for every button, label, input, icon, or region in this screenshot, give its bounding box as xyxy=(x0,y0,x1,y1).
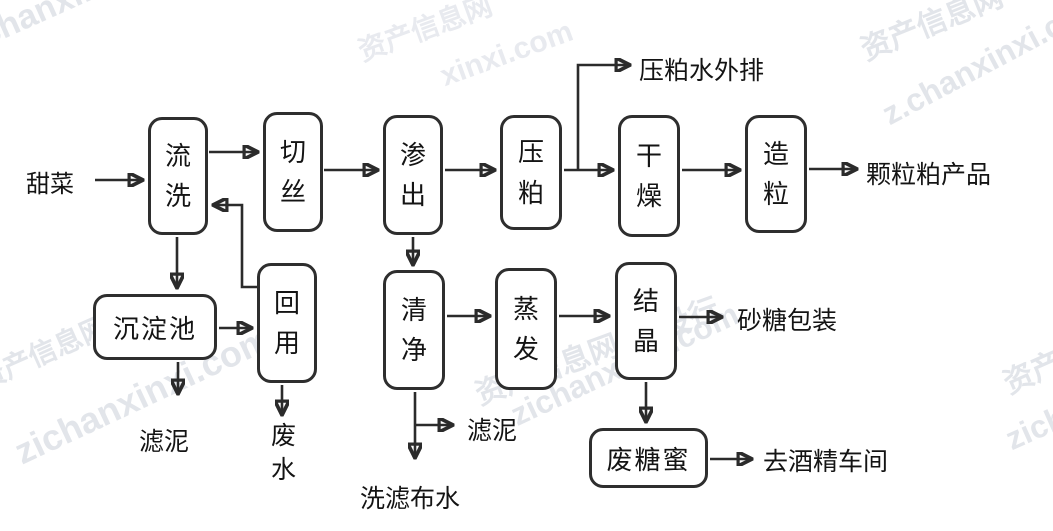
node-crystallization: 结晶 xyxy=(615,262,677,380)
label-waste-water: 废水 xyxy=(270,422,296,484)
label-sugar-packing: 砂糖包装 xyxy=(737,307,838,335)
node-label: 蒸发 xyxy=(512,293,539,364)
node-label: 回用 xyxy=(273,287,300,358)
node-evaporation: 蒸发 xyxy=(495,268,557,390)
node-label: 渗出 xyxy=(399,139,426,210)
node-purification: 清净 xyxy=(383,270,445,390)
label-granule-pulp-product: 颗粒粕产品 xyxy=(866,161,992,189)
edge-reuse-to-wash xyxy=(215,205,257,289)
node-label: 干燥 xyxy=(635,140,662,211)
node-drying: 干燥 xyxy=(618,115,680,237)
node-label: 切丝 xyxy=(279,136,306,207)
node-reuse: 回用 xyxy=(257,263,317,383)
node-label: 结晶 xyxy=(632,285,659,356)
label-filter-mud-left: 滤泥 xyxy=(139,428,190,456)
node-shredding: 切丝 xyxy=(263,112,323,232)
edge-press-to-water-discharge xyxy=(576,65,628,169)
node-label: 造粒 xyxy=(762,138,789,209)
node-sedimentation-tank: 沉淀池 xyxy=(93,294,217,360)
node-label: 清净 xyxy=(400,294,427,365)
node-flow-wash: 流洗 xyxy=(148,117,208,235)
label-filter-mud-mid: 滤泥 xyxy=(467,417,518,445)
node-label: 废糖蜜 xyxy=(606,444,691,475)
node-pulp-press: 压粕 xyxy=(500,115,562,230)
label-pulp-water-discharge: 压粕水外排 xyxy=(639,57,765,85)
node-diffusion: 渗出 xyxy=(383,115,443,235)
node-waste-molasses: 废糖蜜 xyxy=(589,428,708,488)
label-to-alcohol-workshop: 去酒精车间 xyxy=(763,448,889,476)
node-label: 压粕 xyxy=(517,137,544,208)
node-granulation: 造粒 xyxy=(745,115,807,233)
node-label: 流洗 xyxy=(164,140,191,211)
node-label: 沉淀池 xyxy=(112,313,197,344)
label-wash-filter-cloth-water: 洗滤布水 xyxy=(360,485,461,513)
label-beet-input: 甜菜 xyxy=(26,171,74,198)
